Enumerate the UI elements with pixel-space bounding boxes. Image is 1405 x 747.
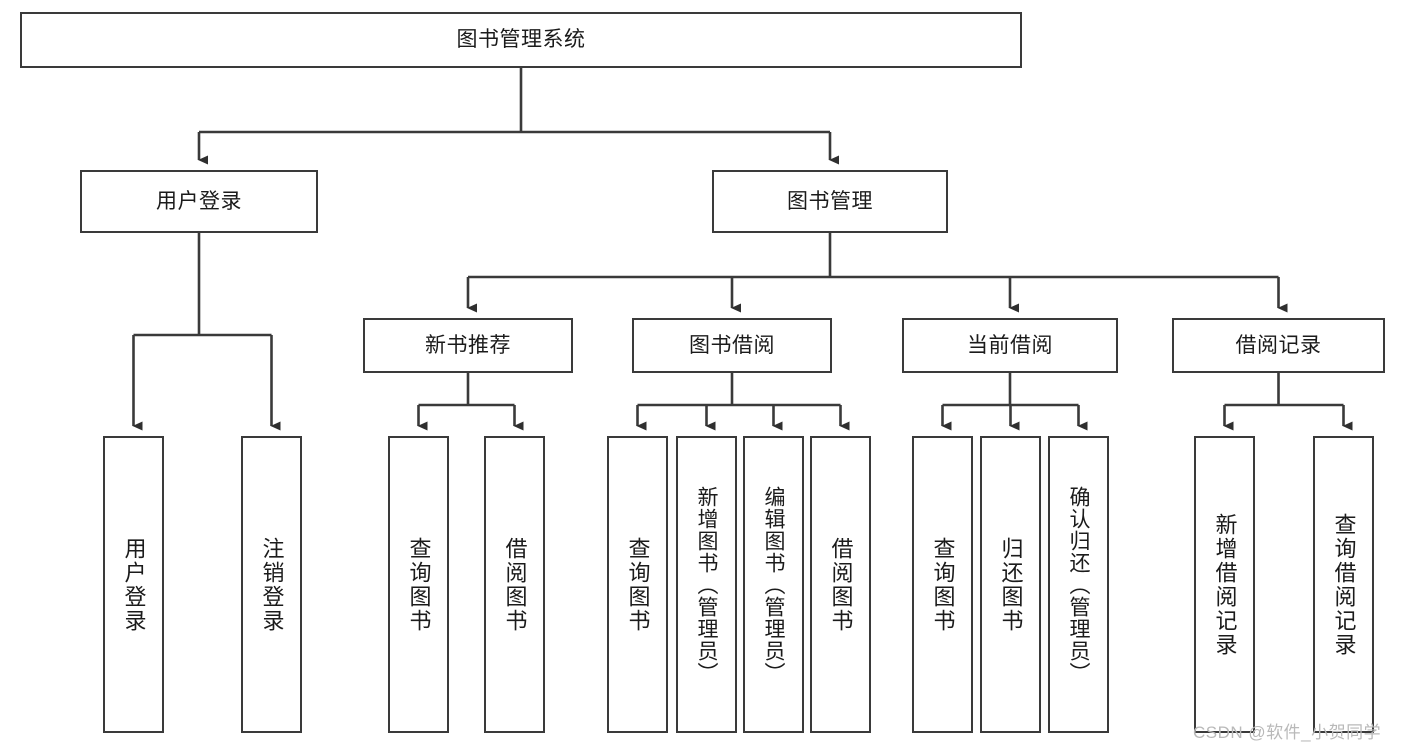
node-label-leaf-query-book-cur: 查询图书	[930, 536, 956, 633]
node-book-borrow[interactable]: 图书借阅	[632, 318, 832, 373]
node-leaf-query-book-rec[interactable]: 查询图书	[388, 436, 449, 733]
node-borrow-record[interactable]: 借阅记录	[1172, 318, 1385, 373]
node-label-leaf-add-book-admin: 新增图书（管理员）	[695, 485, 718, 684]
node-leaf-return-book[interactable]: 归还图书	[980, 436, 1041, 733]
node-label-leaf-borrow-book-rec: 借阅图书	[502, 536, 528, 633]
node-book-manage[interactable]: 图书管理	[712, 170, 948, 233]
node-label-new-book-recommend: 新书推荐	[425, 333, 511, 357]
node-label-leaf-edit-book-admin: 编辑图书（管理员）	[762, 485, 785, 684]
node-new-book-recommend[interactable]: 新书推荐	[363, 318, 573, 373]
node-leaf-edit-book-admin[interactable]: 编辑图书（管理员）	[743, 436, 804, 733]
node-label-borrow-record: 借阅记录	[1235, 333, 1322, 357]
node-root[interactable]: 图书管理系统	[20, 12, 1022, 68]
node-label-leaf-user-login: 用户登录	[121, 536, 147, 633]
node-leaf-borrow-book-rec[interactable]: 借阅图书	[484, 436, 545, 733]
node-leaf-borrow-book[interactable]: 借阅图书	[810, 436, 871, 733]
node-label-leaf-query-borrow-record: 查询借阅记录	[1331, 512, 1357, 657]
node-label-leaf-add-borrow-record: 新增借阅记录	[1212, 512, 1238, 657]
node-label-leaf-borrow-book: 借阅图书	[828, 536, 854, 633]
node-leaf-query-borrow-record[interactable]: 查询借阅记录	[1313, 436, 1374, 733]
node-leaf-user-logout[interactable]: 注销登录	[241, 436, 302, 733]
node-label-leaf-confirm-return-admin: 确认归还（管理员）	[1067, 485, 1090, 684]
node-user-login[interactable]: 用户登录	[80, 170, 318, 233]
node-label-leaf-user-logout: 注销登录	[259, 536, 285, 633]
node-leaf-user-login[interactable]: 用户登录	[103, 436, 164, 733]
node-leaf-confirm-return-admin[interactable]: 确认归还（管理员）	[1048, 436, 1109, 733]
node-leaf-query-book-borrow[interactable]: 查询图书	[607, 436, 668, 733]
node-leaf-add-book-admin[interactable]: 新增图书（管理员）	[676, 436, 737, 733]
node-label-leaf-return-book: 归还图书	[998, 536, 1024, 633]
node-label-current-borrow: 当前借阅	[967, 333, 1053, 357]
node-label-leaf-query-book-borrow: 查询图书	[625, 536, 651, 633]
node-label-book-borrow: 图书借阅	[689, 333, 775, 357]
node-current-borrow[interactable]: 当前借阅	[902, 318, 1118, 373]
node-leaf-add-borrow-record[interactable]: 新增借阅记录	[1194, 436, 1255, 733]
connector-layer	[132, 68, 1353, 431]
node-leaf-query-book-cur[interactable]: 查询图书	[912, 436, 973, 733]
node-label-book-manage: 图书管理	[787, 189, 873, 213]
node-label-root: 图书管理系统	[456, 28, 586, 52]
node-label-leaf-query-book-rec: 查询图书	[406, 536, 432, 633]
watermark-text: CSDN @软件_小贺同学	[1193, 723, 1382, 742]
node-label-user-login: 用户登录	[156, 189, 242, 213]
